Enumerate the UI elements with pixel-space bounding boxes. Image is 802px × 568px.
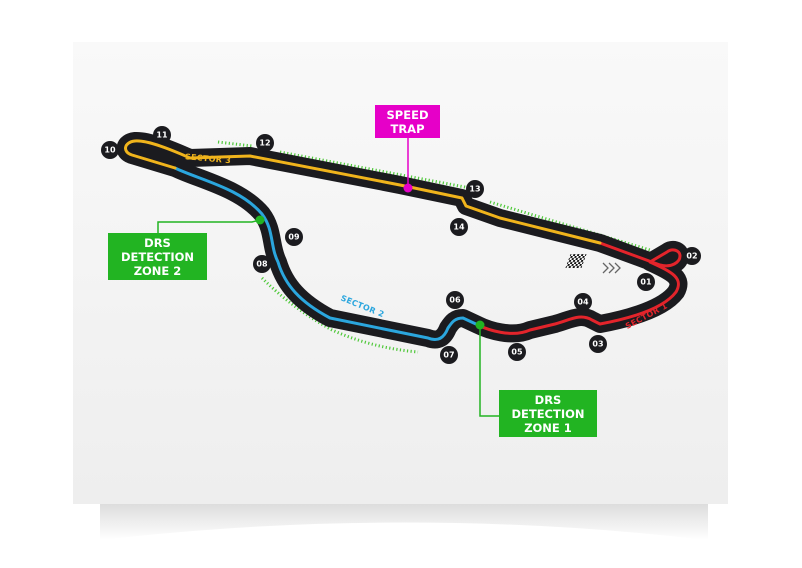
card-shadow	[100, 503, 708, 540]
svg-text:04: 04	[577, 298, 589, 307]
svg-text:01: 01	[640, 278, 652, 287]
speed-trap-callout: SPEED TRAP	[375, 105, 440, 193]
chevron-right-icon	[602, 262, 621, 274]
svg-text:12: 12	[259, 139, 270, 148]
turn-marker-01: 01	[637, 273, 655, 291]
sector-3-label: SECTOR 3	[185, 152, 232, 165]
turn-marker-10: 10	[101, 141, 119, 159]
turn-marker-02: 02	[683, 247, 701, 265]
turn-marker-13: 13	[466, 180, 484, 198]
drs-detection-zone-2-callout: DRS DETECTION ZONE 2	[108, 215, 265, 280]
svg-text:08: 08	[256, 260, 268, 269]
track	[116, 131, 689, 349]
sector-3-line	[124, 139, 602, 245]
turn-marker-03: 03	[589, 335, 607, 353]
drs-zone-2-line-2: DETECTION	[121, 250, 194, 264]
turn-marker-11: 11	[153, 126, 171, 144]
kerbs	[217, 140, 651, 354]
turn-marker-05: 05	[508, 343, 526, 361]
turn-marker-04: 04	[574, 293, 592, 311]
drs-zone-2-line-3: ZONE 2	[134, 264, 182, 278]
turn-markers: 01 02 03 04 05 06 07 08 09 10 11 12 13 1…	[101, 126, 701, 364]
svg-text:11: 11	[156, 131, 168, 140]
turn-marker-09: 09	[285, 228, 303, 246]
svg-text:06: 06	[449, 296, 461, 305]
checkered-flag-icon	[565, 254, 587, 268]
svg-text:05: 05	[511, 348, 523, 357]
drs-detection-zone-1-callout: DRS DETECTION ZONE 1	[475, 320, 597, 437]
drs-zone-1-line-2: DETECTION	[511, 407, 584, 421]
svg-text:03: 03	[592, 340, 603, 349]
speed-trap-line-2: TRAP	[390, 122, 424, 136]
turn-marker-06: 06	[446, 291, 464, 309]
turn-marker-07: 07	[440, 346, 458, 364]
turn-marker-14: 14	[450, 218, 468, 236]
turn-marker-08: 08	[253, 255, 271, 273]
drs-zone-1-line-1: DRS	[535, 393, 562, 407]
svg-text:09: 09	[288, 233, 300, 242]
turn-marker-12: 12	[256, 134, 274, 152]
svg-text:13: 13	[469, 185, 480, 194]
drs-zone-1-line-3: ZONE 1	[524, 421, 572, 435]
svg-text:14: 14	[453, 223, 465, 232]
sector-1-line	[476, 241, 682, 335]
svg-text:10: 10	[104, 146, 116, 155]
svg-text:07: 07	[443, 351, 454, 360]
svg-text:02: 02	[686, 252, 697, 261]
drs-zone-2-line-1: DRS	[144, 236, 171, 250]
sector-2-line	[173, 166, 480, 342]
speed-trap-line-1: SPEED	[387, 108, 429, 122]
